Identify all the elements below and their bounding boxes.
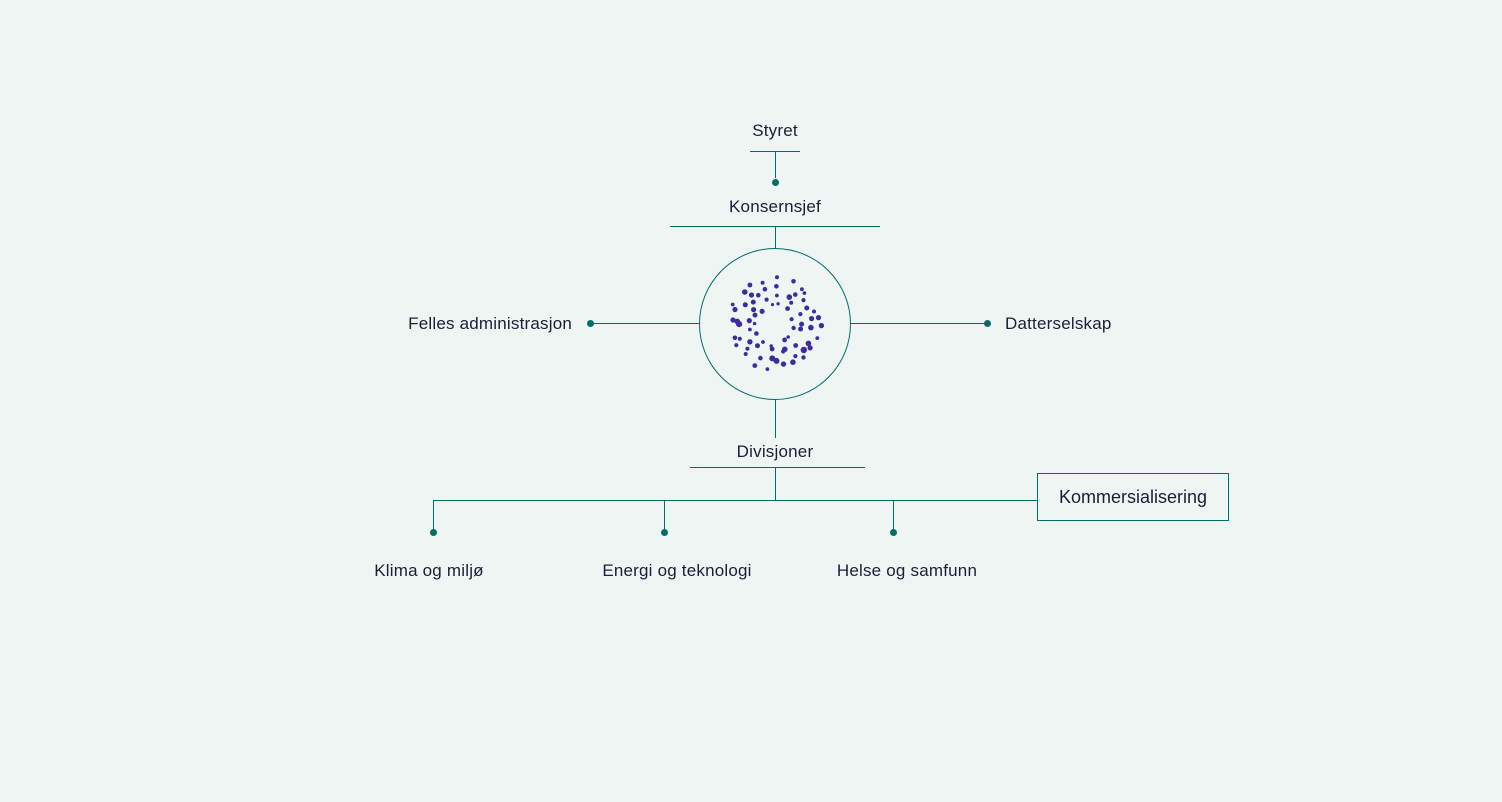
node-commercialization-label: Kommersialisering	[1058, 486, 1208, 507]
ceo-underline	[670, 226, 880, 227]
connector-division-1	[433, 500, 434, 530]
norce-logo	[699, 248, 851, 400]
board-underline	[750, 151, 800, 152]
node-ceo-label: Konsernsjef	[729, 197, 821, 216]
connector-dot	[984, 320, 991, 327]
connector-divisions-bus	[775, 468, 776, 501]
node-division-energi-label: Energi og teknologi	[602, 561, 752, 580]
node-subsidiaries-label: Datterselskap	[1005, 314, 1112, 333]
node-divisions-label: Divisjoner	[736, 442, 814, 461]
connector-right	[851, 323, 987, 324]
connector-logo-divisions	[775, 400, 776, 438]
connector-ceo-logo	[775, 227, 776, 249]
connector-division-3	[893, 500, 894, 530]
connector-left	[590, 323, 700, 324]
connector-dot	[890, 529, 897, 536]
divisions-underline	[690, 467, 865, 468]
node-division-klima-label: Klima og miljø	[374, 561, 484, 580]
node-commercialization: Kommersialisering	[1037, 473, 1229, 521]
divisions-bus-line	[433, 500, 1037, 501]
connector-board-ceo	[775, 152, 776, 178]
node-board-label: Styret	[752, 121, 798, 140]
connector-dot	[661, 529, 668, 536]
node-division-helse-label: Helse og samfunn	[836, 561, 978, 580]
norce-dotted-sun-icon	[730, 275, 825, 371]
connector-dot	[587, 320, 594, 327]
node-shared-admin-label: Felles administrasjon	[408, 314, 572, 333]
connector-dot	[430, 529, 437, 536]
connector-division-2	[664, 500, 665, 530]
connector-dot	[772, 179, 779, 186]
